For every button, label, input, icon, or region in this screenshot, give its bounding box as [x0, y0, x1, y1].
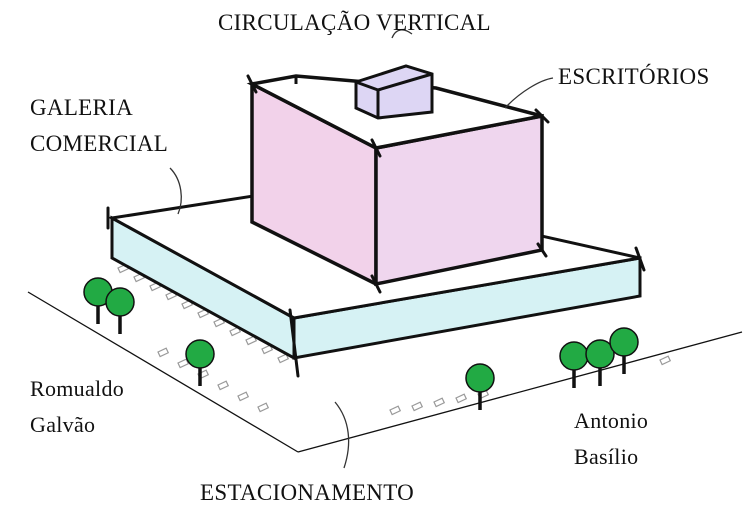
core-edge-1: [355, 80, 379, 92]
street-line-right: [297, 331, 743, 453]
label-escritorios: ESCRITÓRIOS: [558, 64, 710, 89]
parking-mark: [659, 355, 672, 366]
parking-mark: [277, 353, 290, 364]
street-romualdo-line1: Romualdo: [30, 376, 125, 401]
street-romualdo-line2: Galvão: [30, 412, 96, 437]
tree-icon: [105, 287, 135, 334]
street-antonio-line1: Antonio: [574, 408, 649, 433]
parking-mark: [389, 405, 402, 416]
parking-mark: [257, 402, 270, 413]
street-antonio-line2: Basílio: [574, 444, 639, 469]
parking-mark: [217, 380, 230, 391]
tree-icon: [465, 363, 495, 410]
parking-mark: [455, 393, 468, 404]
tree-icon: [185, 339, 215, 386]
curved-arrow-icon: [391, 29, 413, 39]
parking-mark: [411, 401, 424, 412]
tree-icon: [585, 339, 615, 386]
curved-arrow-icon: [504, 77, 554, 109]
label-circulacao-vertical: CIRCULAÇÃO VERTICAL: [218, 10, 491, 35]
parking-mark: [261, 344, 274, 355]
parking-mark: [245, 335, 258, 346]
parking-mark: [237, 391, 250, 402]
core-edge-2: [377, 72, 433, 92]
curved-arrow-icon: [334, 401, 350, 469]
parking-mark: [177, 358, 190, 369]
tree-icon: [559, 341, 589, 388]
circulation-core: [354, 64, 434, 120]
curved-arrow-icon: [169, 167, 182, 215]
corner-ticks: [106, 74, 646, 378]
trees: [83, 277, 639, 410]
parking-mark: [157, 347, 170, 358]
label-galeria: GALERIA: [30, 95, 134, 120]
street-line-left: [27, 291, 299, 453]
label-comercial: COMERCIAL: [30, 131, 169, 156]
parking-mark: [433, 397, 446, 408]
label-estacionamento: ESTACIONAMENTO: [200, 480, 415, 505]
tree-icon: [609, 327, 639, 374]
